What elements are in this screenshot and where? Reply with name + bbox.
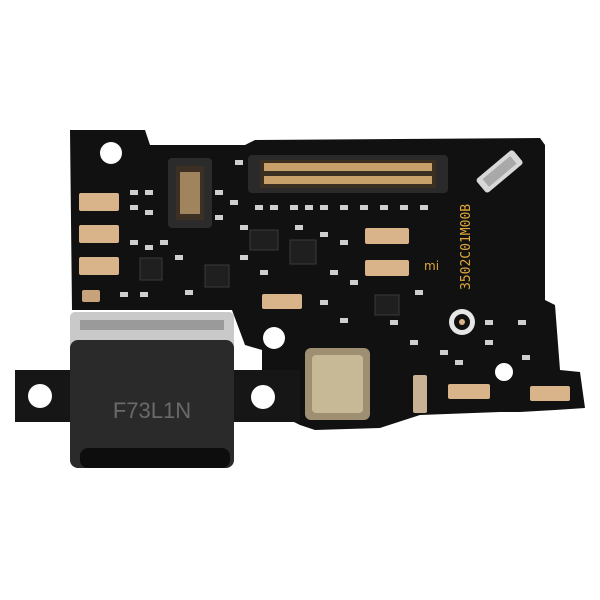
brand-mark: mi [424,259,439,273]
vibration-motor [305,348,370,420]
usb-port-marking: F73L1N [113,398,191,423]
gold-contact [530,386,570,401]
board-connector [248,155,448,193]
board-code: 3502C01M00B [459,204,474,290]
gold-contact [448,384,490,399]
gold-contact [79,225,119,243]
gold-contact [365,228,409,244]
coax-connector [449,309,475,335]
gold-contact [413,375,427,413]
usb-c-port: F73L1N [15,312,300,468]
mount-hole [495,363,513,381]
port-body [70,340,234,468]
mount-hole [263,327,285,349]
contact-pads-center [262,228,570,413]
gold-contact [262,294,302,309]
small-connector [168,158,212,228]
gold-contact [79,193,119,211]
gold-contact [365,260,409,276]
edge-contacts-left [79,193,119,302]
mount-hole [251,385,275,409]
mount-hole [100,142,122,164]
port-opening [80,448,230,468]
mount-hole [28,384,52,408]
gold-contact [79,257,119,275]
antenna-clip [476,150,523,193]
gold-contact [82,290,100,302]
ic-chips [139,229,400,316]
